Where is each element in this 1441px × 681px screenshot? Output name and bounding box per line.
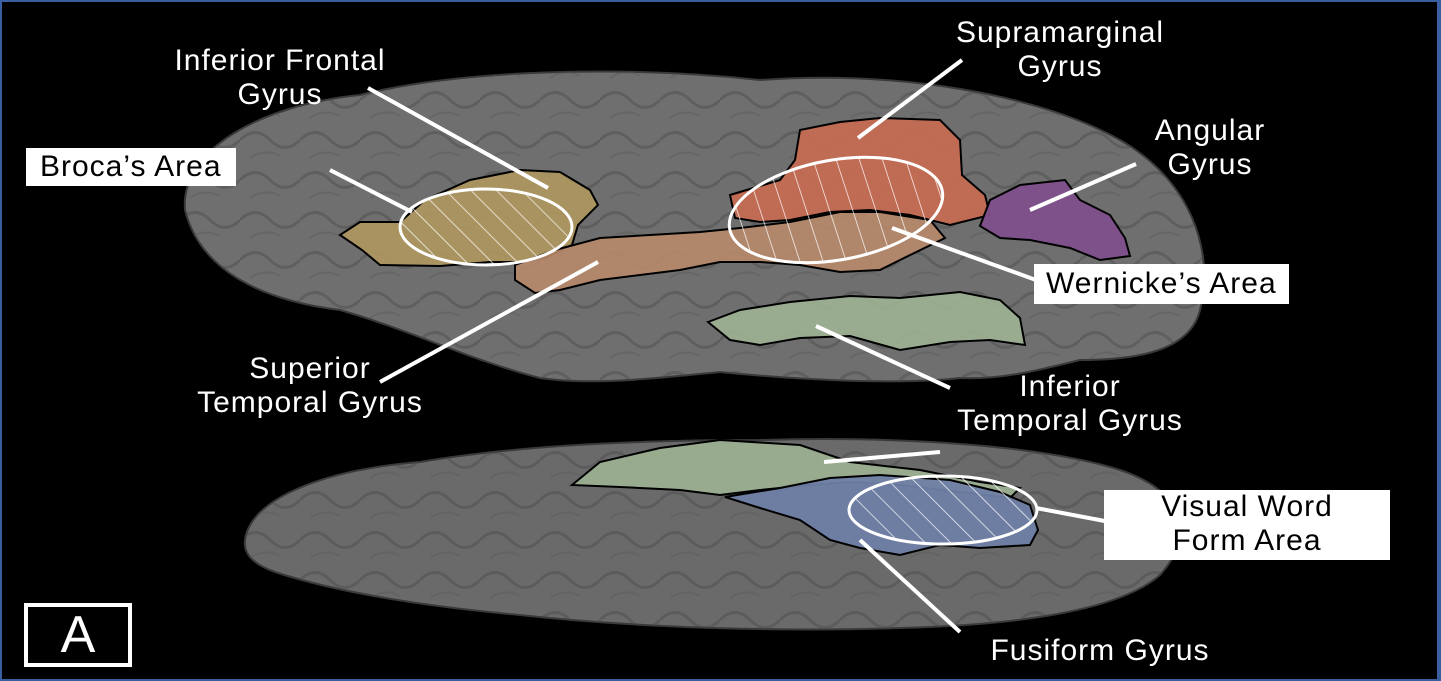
label-line: Visual Word: [1104, 490, 1390, 524]
label-line: Inferior Frontal: [110, 44, 450, 78]
panel-label: A: [24, 603, 132, 667]
angular-gyrus-label: Angular Gyrus: [1110, 114, 1310, 182]
label-line: Angular: [1110, 114, 1310, 148]
wernicke-area-label: Wernicke’s Area: [1034, 264, 1289, 304]
label-line: Gyrus: [890, 50, 1230, 84]
label-line: Form Area: [1104, 524, 1390, 558]
vwfa-label: Visual Word Form Area: [1104, 490, 1390, 560]
label-line: Gyrus: [110, 78, 450, 112]
fusiform-gyrus-label: Fusiform Gyrus: [920, 634, 1280, 668]
inferior-frontal-gyrus-label: Inferior Frontal Gyrus: [110, 44, 450, 112]
vwfa-ellipse: [849, 476, 1037, 544]
label-line: Gyrus: [1110, 148, 1310, 182]
supramarginal-gyrus-label: Supramarginal Gyrus: [890, 16, 1230, 84]
label-line: Superior: [160, 352, 460, 386]
inferior-temporal-gyrus-label: Inferior Temporal Gyrus: [890, 370, 1250, 438]
label-line: Supramarginal: [890, 16, 1230, 50]
broca-area-label: Broca’s Area: [26, 148, 236, 186]
label-line: Inferior: [890, 370, 1250, 404]
label-line: Temporal Gyrus: [890, 404, 1250, 438]
superior-temporal-gyrus-label: Superior Temporal Gyrus: [160, 352, 460, 420]
broca-area-ellipse: [400, 189, 572, 265]
label-line: Temporal Gyrus: [160, 386, 460, 420]
